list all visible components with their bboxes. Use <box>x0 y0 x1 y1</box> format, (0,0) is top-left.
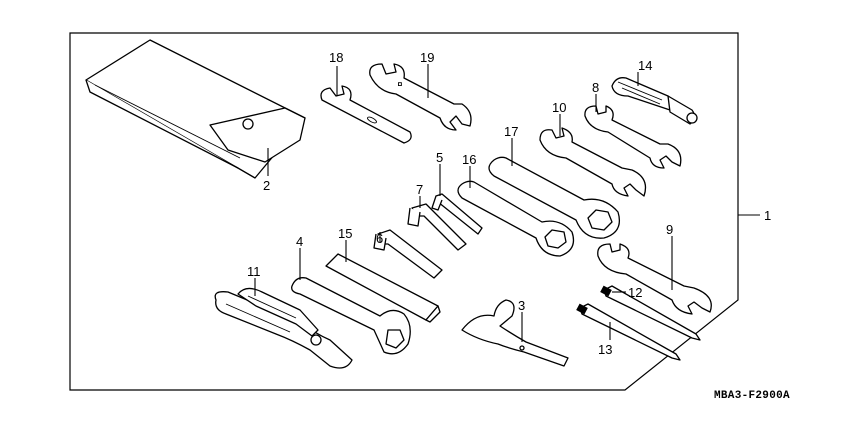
wrench-18 <box>320 85 412 144</box>
callout-11: 11 <box>247 264 261 279</box>
callout-3: 3 <box>518 298 525 313</box>
callout-5: 5 <box>436 150 443 165</box>
callout-14: 14 <box>638 58 652 73</box>
screwdriver-13 <box>576 303 681 361</box>
part-code: MBA3-F2900A <box>714 390 790 402</box>
callout-6: 6 <box>376 231 383 246</box>
screwdriver-12 <box>600 285 701 341</box>
callout-16: 16 <box>462 152 476 167</box>
callout-12: 12 <box>628 285 642 300</box>
box-wrench-17 <box>488 156 621 239</box>
pliers-11 <box>214 287 353 369</box>
hex-key-5 <box>431 193 483 235</box>
tool-bag <box>85 39 306 179</box>
callout-17: 17 <box>504 124 518 139</box>
spark-plug-wrench-4 <box>291 277 411 355</box>
callout-1: 1 <box>764 208 771 223</box>
callout-15: 15 <box>338 226 352 241</box>
hex-key-7 <box>407 203 467 251</box>
extension-bar-15 <box>325 253 441 323</box>
callout-8: 8 <box>592 80 599 95</box>
callout-4: 4 <box>296 234 303 249</box>
wrench-9 <box>597 243 712 315</box>
box-wrench-16 <box>457 180 575 257</box>
callout-2: 2 <box>263 178 270 193</box>
callout-7: 7 <box>416 182 423 197</box>
wrench-19: ■ <box>369 63 472 131</box>
callout-10: 10 <box>552 100 566 115</box>
callout-18: 18 <box>329 50 343 65</box>
callout-9: 9 <box>666 222 673 237</box>
pin-spanner-3 <box>461 299 569 367</box>
hex-key-6 <box>373 229 443 279</box>
svg-text:■: ■ <box>398 82 402 88</box>
callout-19: 19 <box>420 50 434 65</box>
callout-13: 13 <box>598 342 612 357</box>
wrench-10 <box>539 127 647 197</box>
screwdriver-handle-14 <box>611 77 698 125</box>
kit-frame <box>69 32 739 391</box>
